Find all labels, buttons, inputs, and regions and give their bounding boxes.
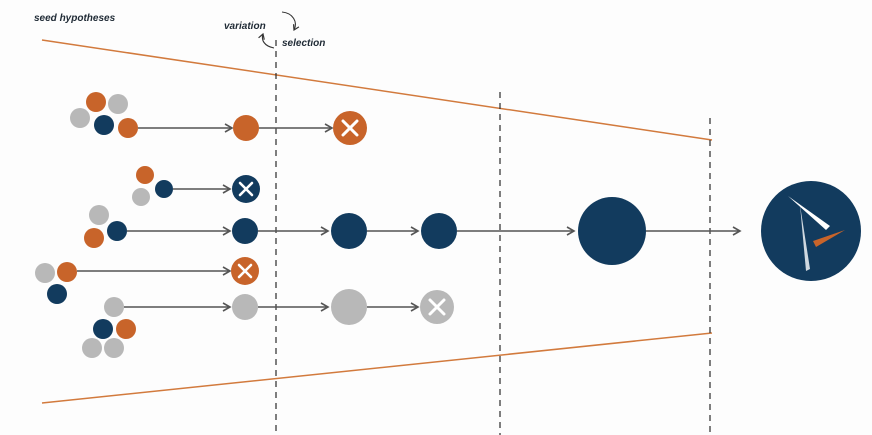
- x-mark-icon: [333, 111, 367, 145]
- seed-cluster-3: [84, 205, 127, 248]
- variation-label: variation: [224, 21, 266, 32]
- hypothesis-node-gray: [331, 289, 367, 325]
- seed-cluster-5: [82, 297, 136, 358]
- hypothesis-node-navy-large: [578, 197, 646, 265]
- circular-arrows-icon: [258, 11, 300, 49]
- seed-cluster-1: [70, 92, 138, 138]
- seed-cluster-2: [132, 166, 173, 206]
- clock-hands-icon: [761, 181, 861, 281]
- hypothesis-node-orange: [233, 115, 259, 141]
- seed-hypotheses-label: seed hypotheses: [34, 13, 116, 24]
- selection-label: selection: [282, 38, 325, 49]
- hypothesis-node-navy: [421, 213, 457, 249]
- hypothesis-node-gray: [232, 294, 258, 320]
- hypothesis-node-navy: [331, 213, 367, 249]
- x-mark-icon: [232, 175, 260, 203]
- seed-cluster-4: [35, 262, 77, 304]
- x-mark-icon: [231, 257, 259, 285]
- x-mark-icon: [420, 290, 454, 324]
- funnel-top-line: [41, 39, 713, 141]
- hypothesis-node-navy: [232, 218, 258, 244]
- funnel-bottom-line: [41, 332, 713, 404]
